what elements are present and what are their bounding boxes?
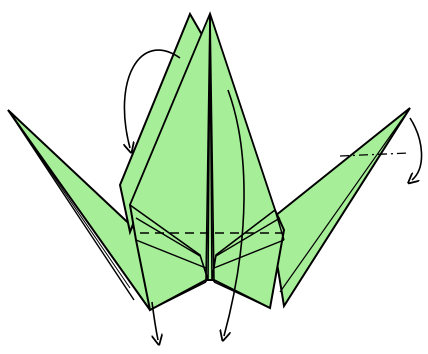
right-wing — [270, 108, 410, 306]
left-wing-crease — [8, 110, 134, 300]
central-body — [130, 14, 284, 310]
fold-arrow-right-wing — [410, 118, 422, 180]
left-wing-crease-2 — [8, 110, 130, 288]
